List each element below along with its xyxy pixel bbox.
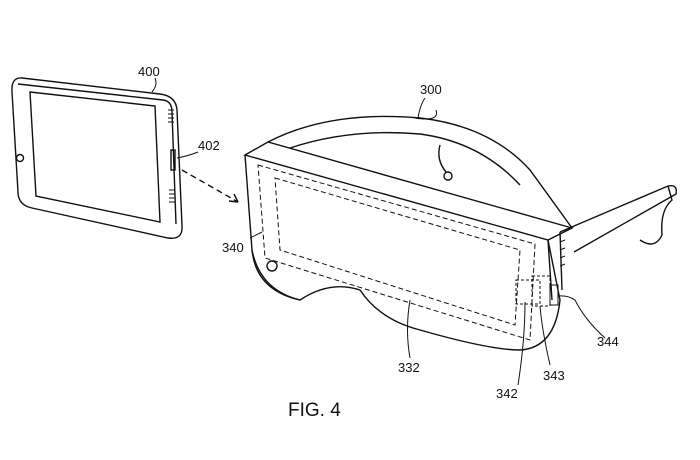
label-headset: 300 — [420, 82, 442, 97]
label-phone-connector: 402 — [198, 138, 220, 153]
label-phone: 400 — [138, 64, 160, 79]
label-connector-342: 342 — [496, 386, 518, 401]
label-connector-343: 343 — [543, 368, 565, 383]
label-lens-region: 332 — [398, 360, 420, 375]
figure-caption: FIG. 4 — [288, 400, 341, 421]
headset-drawing — [243, 97, 678, 386]
label-connector-344: 344 — [597, 334, 619, 349]
phone-drawing — [11, 77, 199, 239]
label-housing: 340 — [222, 240, 244, 255]
